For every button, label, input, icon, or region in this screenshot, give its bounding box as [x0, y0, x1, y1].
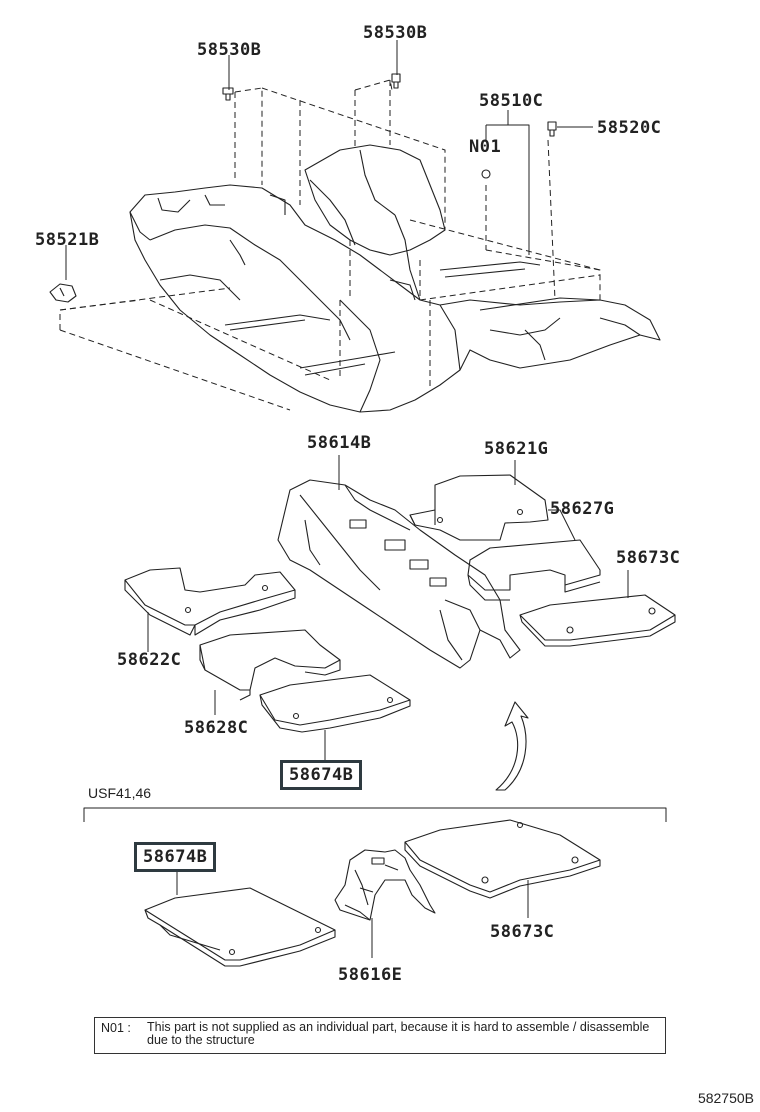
upper-leader-lines — [65, 40, 593, 280]
silencer-58614b — [277, 479, 521, 669]
note-text: This part is not supplied as an individu… — [147, 1020, 650, 1047]
label-58520c: 58520C — [597, 118, 662, 138]
middle-leader-lines — [147, 455, 629, 760]
label-58674b-upper: 58674B — [280, 760, 363, 790]
label-58510c: 58510C — [479, 91, 544, 111]
label-58627g: 58627G — [550, 499, 615, 519]
fastener-clips — [49, 73, 557, 303]
label-58614b: 58614B — [307, 433, 372, 453]
label-58673c-upper: 58673C — [616, 548, 681, 568]
label-n01: N01 — [469, 137, 502, 157]
pad-58627g — [467, 539, 601, 601]
reference-arrow — [495, 701, 529, 791]
mat-58673c-lower — [404, 819, 601, 899]
upper-reference-lines — [59, 79, 601, 411]
lower-leader-lines — [176, 872, 529, 958]
label-58621g: 58621G — [484, 439, 549, 459]
floor-carpet-assembly — [129, 144, 661, 413]
pad-58622c — [124, 567, 296, 636]
pad-58628c — [199, 629, 341, 701]
silencer-58616e — [334, 849, 436, 921]
note-box: N01 : This part is not supplied as an in… — [94, 1017, 666, 1054]
pad-58674b-lower — [144, 887, 336, 967]
variant-bracket — [83, 807, 667, 822]
pad-58674b-upper — [259, 674, 411, 733]
label-58521b: 58521B — [35, 230, 100, 250]
label-58530b-right: 58530B — [363, 23, 428, 43]
label-58622c: 58622C — [117, 650, 182, 670]
mat-58673c-upper — [519, 594, 676, 647]
label-58530b-left: 58530B — [197, 40, 262, 60]
label-58628c: 58628C — [184, 718, 249, 738]
variant-label: USF41,46 — [88, 785, 152, 801]
label-58616e: 58616E — [338, 965, 403, 985]
label-58673c-lower: 58673C — [490, 922, 555, 942]
note-key: N01 : — [101, 1021, 131, 1035]
label-58674b-lower: 58674B — [134, 842, 217, 872]
pad-58621g — [409, 474, 549, 541]
figure-number: 582750B — [697, 1090, 754, 1106]
